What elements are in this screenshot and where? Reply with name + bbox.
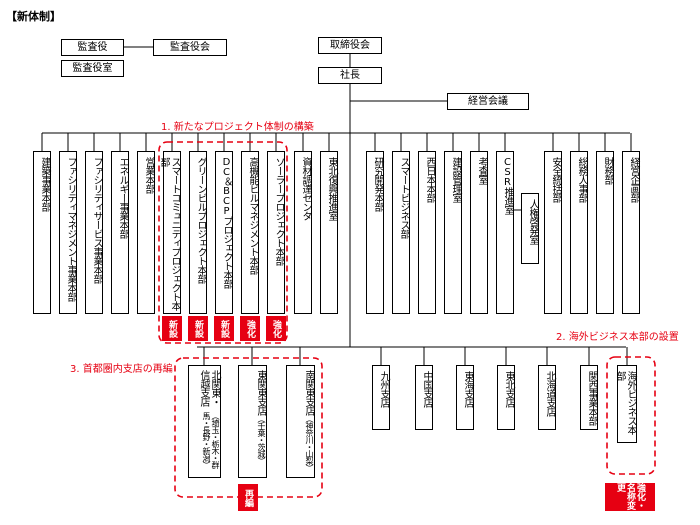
branch-overseas: 海外ビジネス本部 <box>614 365 637 443</box>
dept-research: 研究開発本部 <box>366 151 384 314</box>
tag-new: 新設 <box>162 316 182 341</box>
dept-west-japan: 西日本本部 <box>418 151 436 314</box>
dept-solar: ソーラープロジェクト本部 <box>267 151 285 314</box>
dept-sales: 営業本部 <box>137 151 155 314</box>
auditor-box: 監査役 <box>61 39 124 56</box>
dept-dc-bcp: DC＆BCPプロジェクト本部 <box>215 151 233 314</box>
dept-human-rights: 人権啓発室 <box>521 193 539 264</box>
tag-strengthen-rename: 強化・名称変更 <box>605 483 655 511</box>
branch-north-kanto: 北関東・信越支店 （埼玉・栃木・群馬・長野・新潟） <box>188 365 221 478</box>
dept-construction-management: 建設管理室 <box>444 151 462 314</box>
tag-strengthen: 強化 <box>266 316 286 341</box>
tag-reorganize: 再編 <box>238 484 258 511</box>
dept-finance: 財務部 <box>596 151 614 314</box>
tag-new: 新設 <box>188 316 208 341</box>
board-box: 取締役会 <box>318 37 382 54</box>
branch-south-kanto: 南関東支店 （神奈川・山梨） <box>286 365 315 478</box>
branch-kansai: 関西事業本部 <box>580 365 598 430</box>
dept-facility-management: ファシリティマネジメント事業本部 <box>59 151 77 314</box>
audit-board-box: 監査役会 <box>153 39 227 56</box>
page-title: 【新体制】 <box>6 10 61 23</box>
auditor-office-box: 監査役室 <box>61 60 124 77</box>
annotation-metro: 3. 首都圏内支店の再編 <box>70 364 173 375</box>
dept-green-building: グリーンビルプロジェクト本部 <box>189 151 207 314</box>
dept-smart-community: スマートコミュニティプロジェクト本部 <box>158 151 181 314</box>
dept-high-function-building: 高機能ビルマネジメント本部 <box>241 151 259 314</box>
dept-building: 建築事業本部 <box>33 151 51 314</box>
tag-new: 新設 <box>214 316 234 341</box>
annotation-overseas: 2. 海外ビジネス本部の設置 <box>556 332 679 343</box>
branch-tohoku: 東北支店 <box>497 365 515 430</box>
dept-csr: CSR推進室 <box>496 151 514 314</box>
annotation-project-system: 1. 新たなプロジェクト体制の構築 <box>161 122 314 133</box>
dept-procurement: 資材調達センタ <box>294 151 312 314</box>
branch-hokkaido: 北海道支店 <box>538 365 556 430</box>
management-council-box: 経営会議 <box>447 93 529 110</box>
branch-kyushu: 九州支店 <box>372 365 390 430</box>
branch-chugoku: 中国支店 <box>415 365 433 430</box>
tag-strengthen: 強化 <box>240 316 260 341</box>
dept-facility-service: ファシリティサービス事業本部 <box>85 151 103 314</box>
dept-smart-business: スマートビジネス部 <box>392 151 410 314</box>
branch-tokai: 東海支店 <box>456 365 474 430</box>
president-box: 社長 <box>318 67 382 84</box>
dept-energy: エネルギー事業本部 <box>111 151 129 314</box>
dept-general-affairs: 総務人事部 <box>570 151 588 314</box>
dept-safety: 安全統括部 <box>544 151 562 314</box>
dept-tohoku-recovery: 東北復興推進室 <box>320 151 338 314</box>
branch-east-kanto: 東関東支店 （千葉・茨城） <box>238 365 267 478</box>
dept-inspection: 考査室 <box>470 151 488 314</box>
dept-corporate-planning: 経営企画部 <box>622 151 640 314</box>
